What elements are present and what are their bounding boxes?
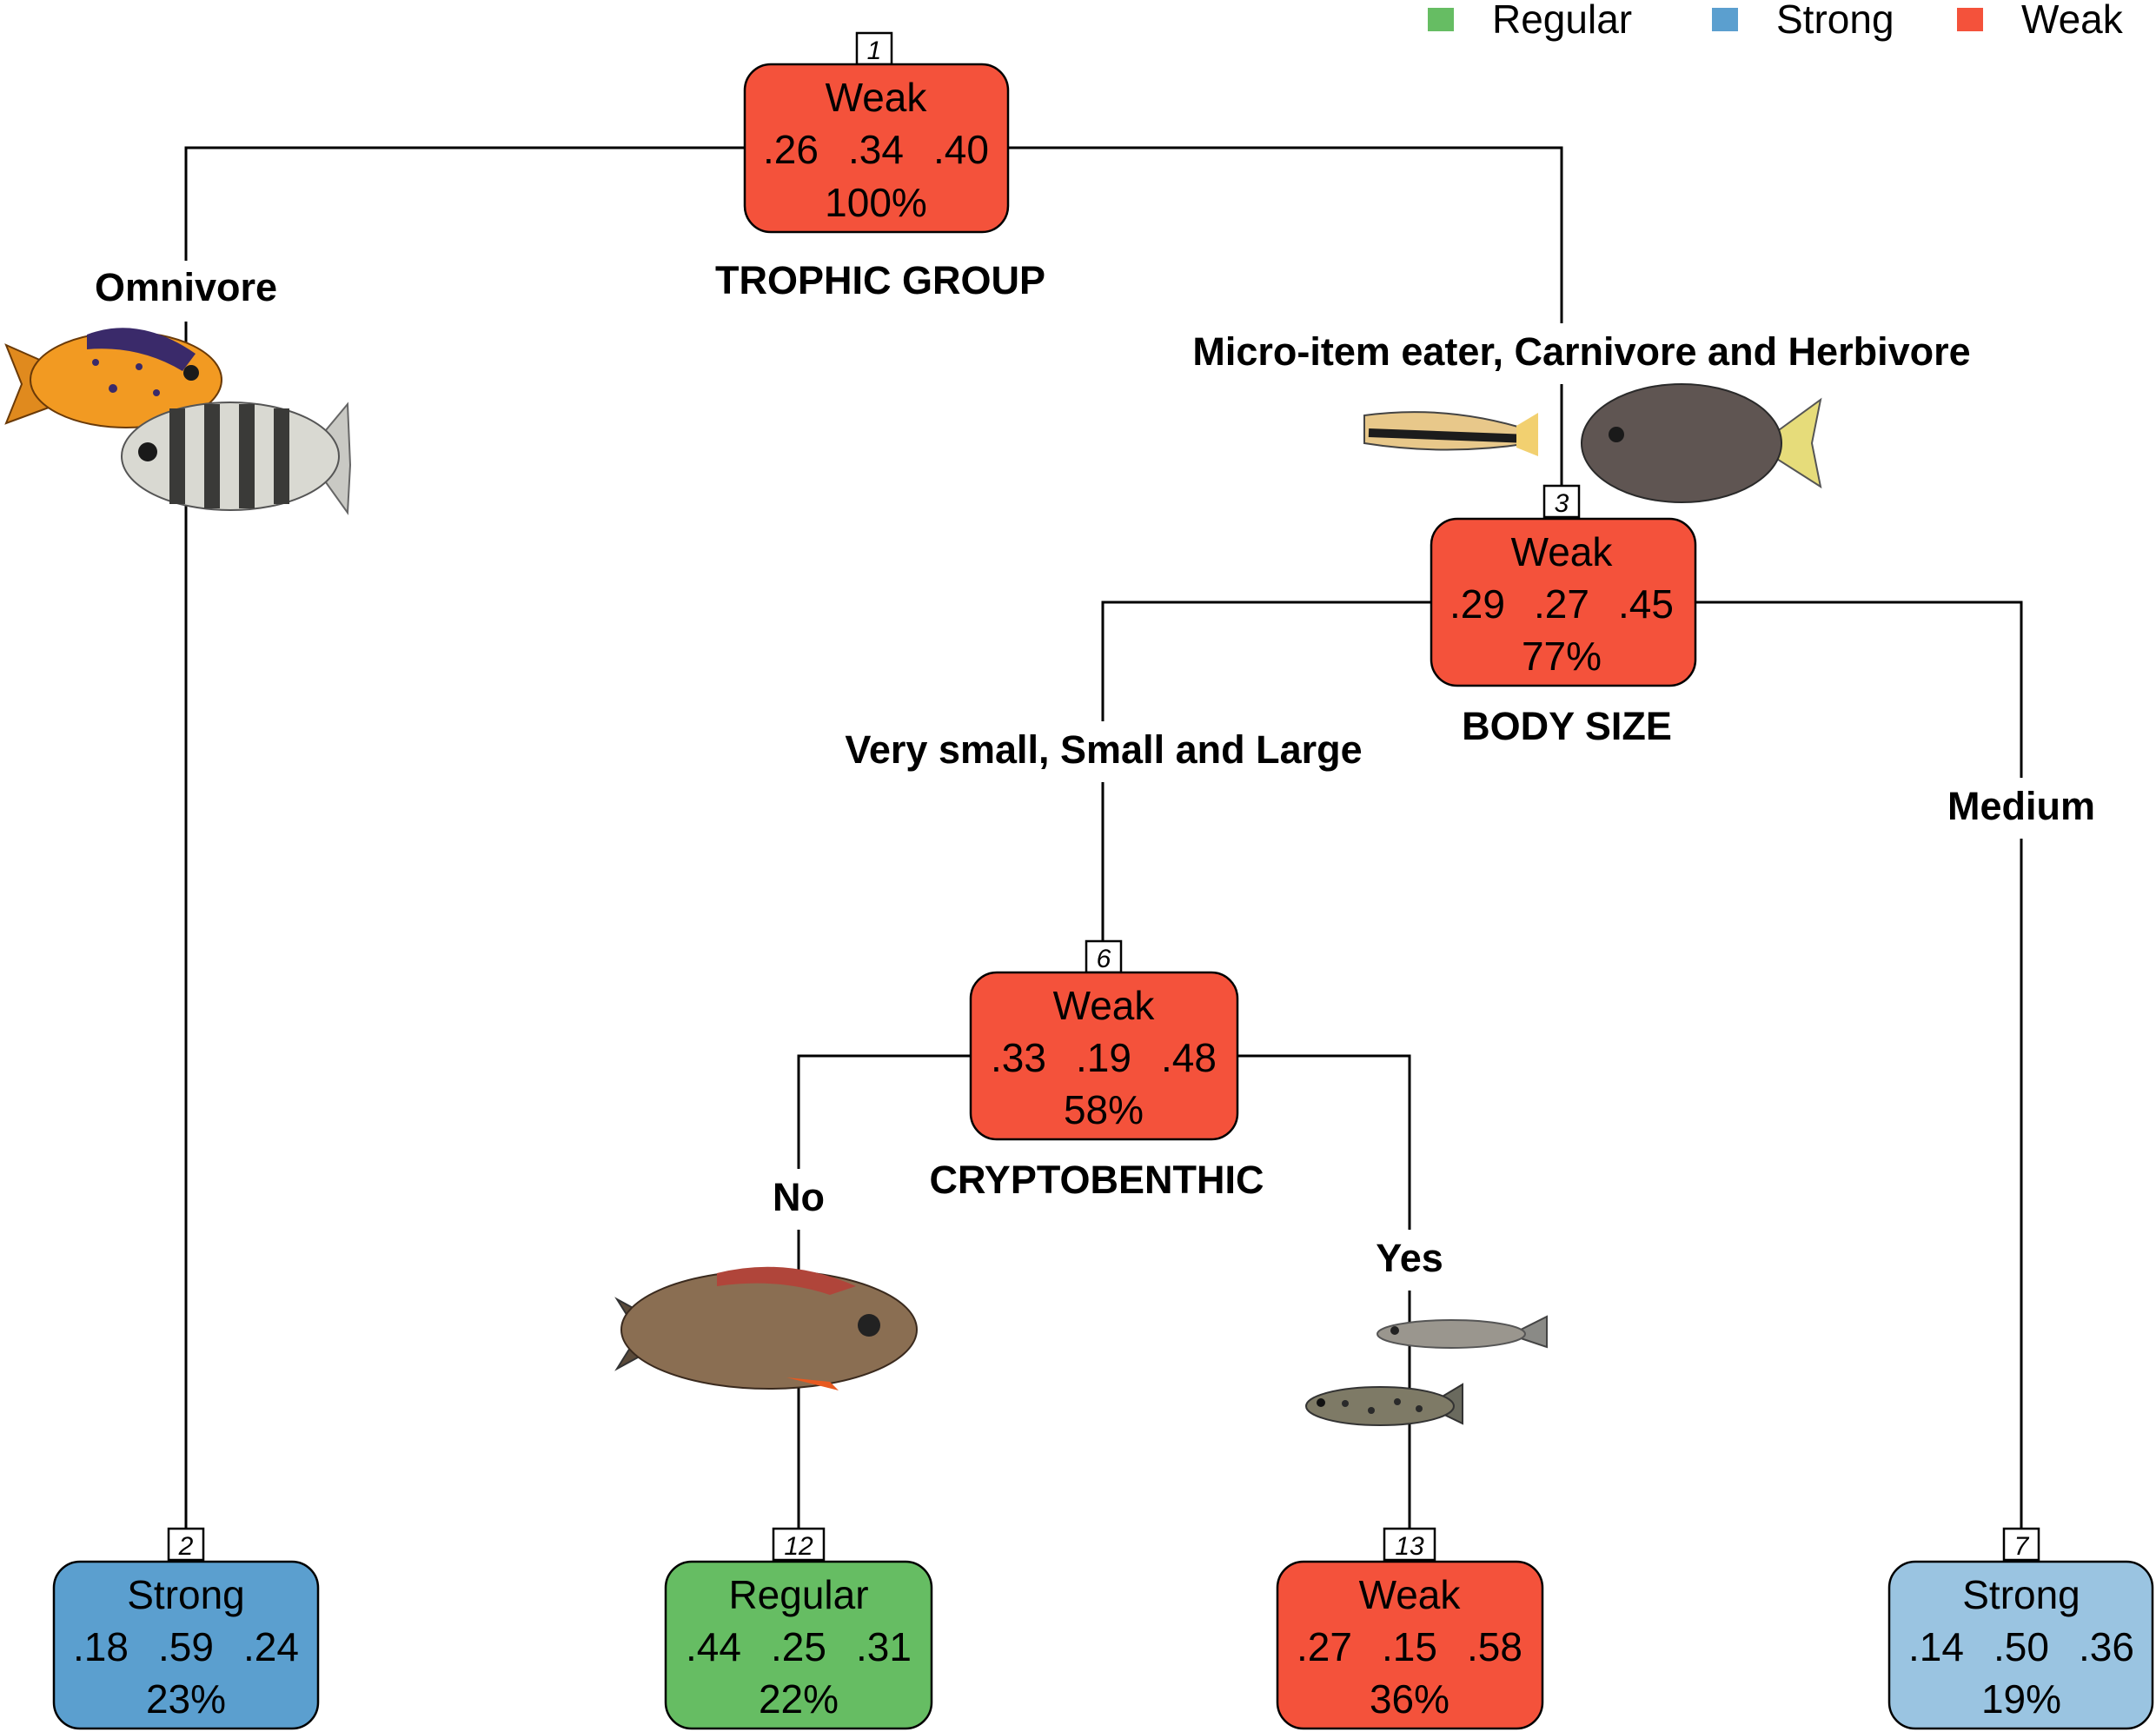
tree-edges [184, 146, 2023, 1560]
tree-node-3: 3 Weak .29 .27 .45 77% BODY SIZE [1430, 484, 1697, 748]
legend: Regular Strong Weak [1428, 0, 2124, 42]
edge-node6-left [797, 1054, 971, 1560]
edge-node6-right [1237, 1054, 1411, 1560]
sergeant-major-fish-icon [121, 401, 352, 515]
node-id-box [772, 1527, 826, 1562]
node-prob-strong: .34 [848, 127, 904, 172]
node-split-variable: BODY SIZE [1462, 704, 1672, 748]
edge-root-left [184, 146, 745, 1560]
node-class: Weak [1511, 529, 1614, 574]
node-percent: 19% [1981, 1676, 2061, 1722]
node-prob-weak: .40 [933, 127, 989, 172]
node-split-variable: CRYPTOBENTHIC [929, 1158, 1264, 1202]
node-prob-weak: .45 [1618, 581, 1674, 627]
tree-node-1: 1 Weak .26 .34 .40 100% TROPHIC GROUP [715, 31, 1045, 302]
node-id-box [167, 1527, 205, 1562]
legend-swatch-weak [1957, 8, 1983, 31]
node-id: 3 [1555, 489, 1569, 518]
node-id-box [1542, 484, 1581, 519]
node-prob-regular: .44 [686, 1624, 741, 1669]
node-id: 12 [784, 1532, 813, 1561]
node-percent: 77% [1522, 634, 1602, 679]
node-class: Regular [728, 1572, 868, 1617]
tree-node-13: 13 Weak .27 .15 .58 36% [1276, 1527, 1544, 1730]
edge-node3-right [1695, 601, 2023, 1560]
legend-label-strong: Strong [1776, 0, 1894, 42]
node-prob-regular: .33 [991, 1035, 1046, 1080]
node-id: 7 [2014, 1532, 2030, 1561]
damselfish-orange-icon [4, 328, 222, 428]
tree-node-2: 2 Strong .18 .59 .24 23% [52, 1527, 320, 1730]
node-prob-weak: .36 [2079, 1624, 2134, 1669]
node-prob-regular: .18 [73, 1624, 129, 1669]
branch-label-backgrounds [70, 261, 2116, 1291]
tree-node-12: 12 Regular .44 .25 .31 22% [664, 1527, 933, 1730]
node-id: 2 [178, 1532, 194, 1561]
node-id: 13 [1395, 1532, 1424, 1561]
node-prob-regular: .27 [1297, 1624, 1352, 1669]
branch-label-medium: Medium [1947, 784, 2095, 828]
node-split-variable: TROPHIC GROUP [715, 258, 1045, 302]
node-id-box [2002, 1527, 2040, 1562]
fish-illustrations [4, 328, 1822, 1426]
node-prob-weak: .24 [243, 1624, 299, 1669]
edge-node3-left [1101, 601, 1431, 945]
node-prob-strong: .27 [1534, 581, 1589, 627]
node-prob-weak: .58 [1467, 1624, 1522, 1669]
node-prob-regular: .29 [1449, 581, 1505, 627]
node-prob-weak: .48 [1161, 1035, 1217, 1080]
node-box [1276, 1560, 1544, 1730]
node-box [664, 1560, 933, 1730]
legend-label-weak: Weak [2021, 0, 2124, 42]
branch-label-yes: Yes [1376, 1236, 1443, 1280]
node-prob-weak: .31 [856, 1624, 912, 1669]
tree-node-7: 7 Strong .14 .50 .36 19% [1887, 1527, 2154, 1730]
node-class: Weak [826, 75, 928, 120]
node-prob-regular: .26 [763, 127, 819, 172]
node-prob-strong: .59 [158, 1624, 214, 1669]
node-class: Weak [1359, 1572, 1462, 1617]
legend-label-regular: Regular [1492, 0, 1632, 42]
node-prob-strong: .15 [1382, 1624, 1437, 1669]
node-percent: 100% [825, 180, 927, 225]
node-percent: 58% [1064, 1087, 1144, 1132]
node-box [969, 971, 1239, 1141]
wrasse-fish-icon [1363, 411, 1538, 456]
node-percent: 36% [1370, 1676, 1449, 1722]
snapper-fish-icon [614, 1266, 918, 1390]
node-class: Weak [1053, 983, 1156, 1028]
tree-node-6: 6 Weak .33 .19 .48 58% CRYPTOBENTHIC [929, 939, 1264, 1202]
branch-labels: Omnivore Micro-item eater, Carnivore and… [95, 265, 2095, 1280]
legend-swatch-regular [1428, 8, 1454, 31]
node-box [52, 1560, 320, 1730]
node-box [1430, 517, 1697, 687]
node-prob-strong: .50 [1993, 1624, 2049, 1669]
node-percent: 23% [146, 1676, 226, 1722]
surgeonfish-icon [1581, 383, 1822, 503]
branch-label-no: No [773, 1175, 825, 1219]
blenny-fish-icon [1305, 1383, 1463, 1426]
node-id-box [855, 31, 893, 66]
node-class: Strong [127, 1572, 245, 1617]
branch-label-micro-carnivore-herbivore: Micro-item eater, Carnivore and Herbivor… [1192, 329, 1970, 374]
node-id: 1 [867, 36, 882, 65]
node-prob-strong: .19 [1076, 1035, 1131, 1080]
branch-label-omnivore: Omnivore [95, 265, 277, 309]
node-prob-strong: .25 [771, 1624, 826, 1669]
goby-fish-icon [1377, 1315, 1548, 1349]
edge-root-right [1008, 146, 1563, 519]
node-id-box [1383, 1527, 1436, 1562]
node-class: Strong [1962, 1572, 2080, 1617]
node-id: 6 [1097, 945, 1111, 973]
node-prob-regular: .14 [1908, 1624, 1964, 1669]
legend-swatch-strong [1712, 8, 1738, 31]
node-box [743, 63, 1010, 234]
branch-label-very-small-small-large: Very small, Small and Large [845, 727, 1362, 772]
node-box [1887, 1560, 2154, 1730]
node-percent: 22% [759, 1676, 839, 1722]
